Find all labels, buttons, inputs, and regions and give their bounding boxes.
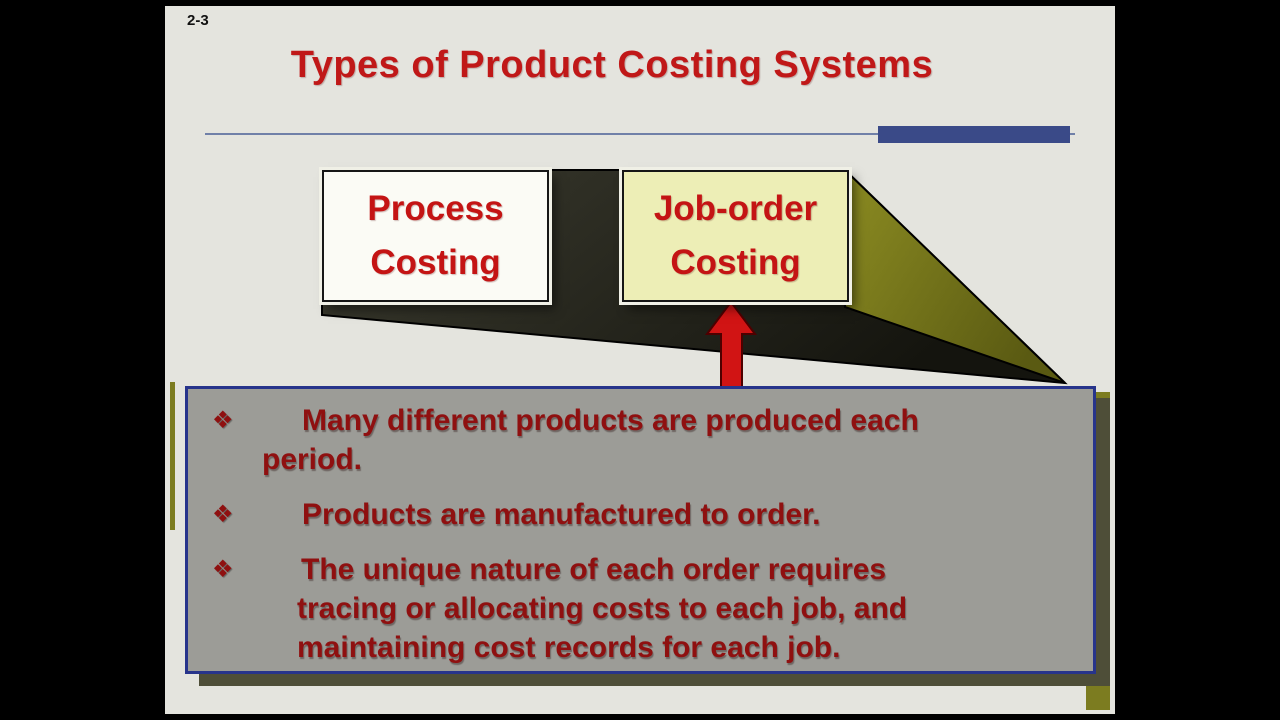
bullet-item: ❖ Many different products are produced e…	[200, 401, 1077, 479]
up-arrow	[705, 300, 757, 395]
bullet-panel: ❖ Many different products are produced e…	[185, 386, 1096, 674]
title-underline	[205, 133, 1075, 135]
diamond-bullet-icon: ❖	[212, 501, 234, 528]
slide-number: 2-3	[187, 12, 209, 29]
job-order-costing-box: Job-order Costing	[622, 170, 849, 302]
bullet-item: ❖ The unique nature of each order requir…	[200, 550, 1077, 667]
diamond-bullet-icon: ❖	[212, 407, 234, 434]
process-costing-box: Process Costing	[322, 170, 549, 302]
process-costing-label: Process Costing	[367, 188, 504, 282]
title-accent-bar	[878, 126, 1070, 143]
job-order-costing-label: Job-order Costing	[653, 188, 818, 282]
slide-title: Types of Product Costing Systems	[290, 44, 934, 86]
bullet-text: The unique nature of each order requires…	[297, 553, 908, 664]
slide: 2-3 Types of Product Costing Systems	[165, 6, 1115, 714]
wedge-olive-face	[844, 167, 1066, 384]
left-accent-line	[170, 382, 175, 530]
diamond-bullet-icon: ❖	[212, 556, 234, 583]
bullet-text: Products are manufactured to order.	[302, 498, 821, 531]
bullet-item: ❖ Products are manufactured to order.	[200, 495, 1077, 534]
bullet-text: Many different products are produced eac…	[262, 404, 919, 476]
